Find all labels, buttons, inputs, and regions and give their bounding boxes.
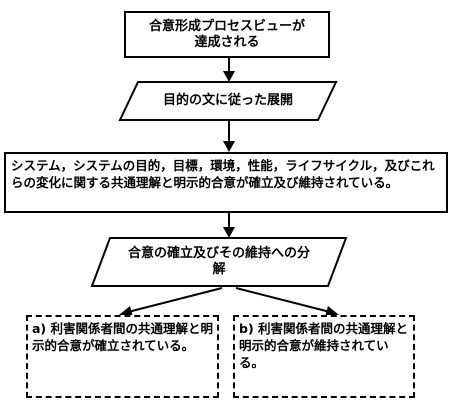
decompose-shape [90, 237, 348, 287]
shared-understanding-label: システム，システムの目的，目標，環境，性能，ライフサイクル，及びこれらの変化に関… [11, 158, 435, 190]
purpose-node: 目的の文に従った展開 [132, 83, 324, 119]
start-node-line1: 合意形成プロセスビューが [148, 18, 305, 34]
purpose-node-label: 目的の文に従った展開 [162, 93, 293, 108]
arrowhead-decompose-b [325, 306, 339, 317]
decompose-node: 合意の確立及びその維持への分 解 [108, 240, 330, 284]
establish-node-label: a) 利害関係者間の共通理解と明示的合意が確立されている。 [32, 321, 214, 353]
start-node-line2: 達成される [194, 34, 260, 50]
establish-node: a) 利害関係者間の共通理解と明示的合意が確立されている。 [26, 315, 219, 398]
arrowhead-decompose-a [119, 306, 133, 317]
start-node: 合意形成プロセスビューが 達成される [124, 11, 330, 58]
maintain-node: b) 利害関係者間の共通理解と明示的合意が維持されている。 [233, 315, 415, 398]
arrowhead-purpose-wide [223, 141, 235, 152]
decompose-node-line1: 合意の確立及びその維持への分 [127, 246, 310, 261]
arrowhead-top-purpose [223, 71, 235, 82]
purpose-shape [118, 81, 338, 121]
shared-understanding-node: システム，システムの目的，目標，環境，性能，ライフサイクル，及びこれらの変化に関… [4, 152, 448, 213]
arrow-decompose-a [127, 287, 223, 313]
arrowhead-wide-decompose [223, 227, 235, 238]
decompose-node-line2: 解 [212, 262, 226, 277]
maintain-node-label: b) 利害関係者間の共通理解と明示的合意が維持されている。 [239, 321, 409, 370]
arrow-decompose-b [235, 287, 331, 313]
